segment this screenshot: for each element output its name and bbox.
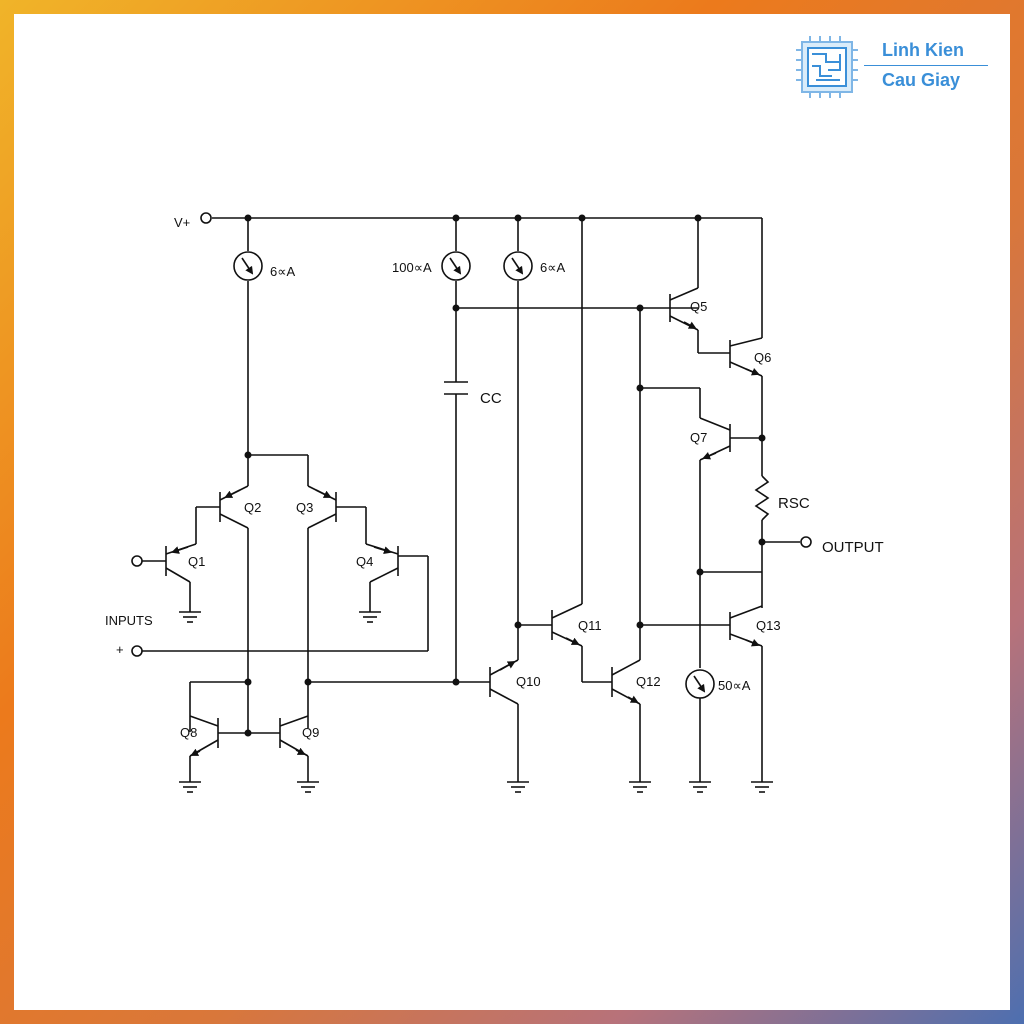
chip-icon xyxy=(796,36,858,98)
current-source-label: 6∝A xyxy=(540,260,566,275)
transistor-label: Q5 xyxy=(690,299,707,314)
transistor-label: Q4 xyxy=(356,554,373,569)
current-source-label: 100∝A xyxy=(392,260,432,275)
transistor-label: Q6 xyxy=(754,350,771,365)
supply-label: V+ xyxy=(174,215,190,230)
current-source-label: 50∝A xyxy=(718,678,751,693)
transistor-label: Q13 xyxy=(756,618,781,633)
transistor-label: Q8 xyxy=(180,725,197,740)
plus-input-label: + xyxy=(116,642,124,657)
transistor-label: Q3 xyxy=(296,500,313,515)
logo-divider xyxy=(864,65,988,66)
transistor-label: Q1 xyxy=(188,554,205,569)
current-source-label: 6∝A xyxy=(270,264,296,279)
inputs-label: INPUTS xyxy=(105,613,153,628)
brand-name-line2: Cau Giay xyxy=(882,70,961,90)
transistor-label: Q2 xyxy=(244,500,261,515)
brand-name-line1: Linh Kien xyxy=(882,40,964,60)
brand-logo: Linh Kien Cau Giay xyxy=(796,36,996,100)
transistor-label: Q10 xyxy=(516,674,541,689)
transistor-label: Q9 xyxy=(302,725,319,740)
transistor-label: Q7 xyxy=(690,430,707,445)
transistor-label: Q12 xyxy=(636,674,661,689)
transistor-label: Q11 xyxy=(578,618,602,633)
output-label: OUTPUT xyxy=(822,539,884,556)
canvas-background xyxy=(14,14,1010,1010)
capacitor-label: CC xyxy=(480,390,502,407)
ground-symbols xyxy=(179,611,773,793)
resistor-label: RSC xyxy=(778,495,810,512)
